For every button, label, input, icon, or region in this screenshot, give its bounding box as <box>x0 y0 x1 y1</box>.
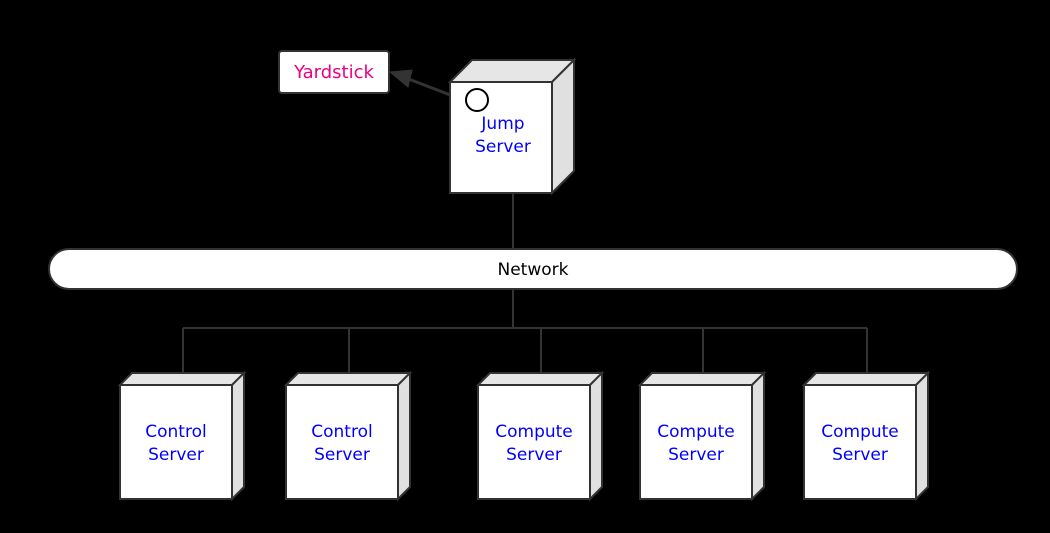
compute-server-2-label-line1: Compute <box>657 422 735 442</box>
compute-server-1-front-face[interactable] <box>477 384 591 500</box>
interface-circle-icon[interactable] <box>465 88 489 112</box>
compute-server-2-top-face <box>637 372 767 386</box>
control-server-2-label-line2: Server <box>314 445 370 465</box>
compute-server-2-label-line2: Server <box>668 445 724 465</box>
compute-server-3-top-face <box>801 372 931 386</box>
yardstick-callout[interactable]: Yardstick <box>278 50 390 94</box>
control-server-1-side-face <box>231 370 245 502</box>
control-server-1-label-line1: Control <box>145 422 206 442</box>
compute-server-3-label-line2: Server <box>832 445 888 465</box>
compute-server-3-front-face[interactable] <box>803 384 917 500</box>
compute-server-2-side-face <box>751 370 765 502</box>
compute-server-1-label-line1: Compute <box>495 422 573 442</box>
compute-server-1-side-face <box>589 370 603 502</box>
control-server-1-label-line2: Server <box>148 445 204 465</box>
control-server-2-top-face <box>283 372 413 386</box>
control-server-2-label-line1: Control <box>311 422 372 442</box>
control-server-2-node[interactable]: Control Server <box>283 370 413 502</box>
compute-server-1-node[interactable]: Compute Server <box>475 370 605 502</box>
arrow-head-icon <box>388 69 413 88</box>
control-server-1-front-face[interactable] <box>119 384 233 500</box>
yardstick-callout-label: Yardstick <box>293 62 374 83</box>
control-server-2-side-face <box>397 370 411 502</box>
yardstick-callout-box[interactable] <box>278 50 390 94</box>
compute-server-2-node[interactable]: Compute Server <box>637 370 767 502</box>
jump-server-label-line1: Jump <box>480 114 524 134</box>
compute-server-1-label-line2: Server <box>506 445 562 465</box>
compute-server-1-top-face <box>475 372 605 386</box>
control-server-2-front-face[interactable] <box>285 384 399 500</box>
compute-server-3-label-line1: Compute <box>821 422 899 442</box>
network-bus-label: Network <box>498 260 569 280</box>
control-server-1-node[interactable]: Control Server <box>117 370 247 502</box>
compute-server-3-side-face <box>915 370 929 502</box>
jump-server-node[interactable]: Jump Server <box>447 57 577 196</box>
compute-server-2-front-face[interactable] <box>639 384 753 500</box>
network-bus-bar[interactable] <box>48 248 1018 290</box>
jump-server-front-face[interactable] <box>449 81 553 194</box>
jump-server-side-face <box>551 57 575 196</box>
network-bus[interactable]: Network <box>48 248 1018 290</box>
compute-server-3-node[interactable]: Compute Server <box>801 370 931 502</box>
jump-server-label-line2: Server <box>475 137 531 157</box>
control-server-1-top-face <box>117 372 247 386</box>
